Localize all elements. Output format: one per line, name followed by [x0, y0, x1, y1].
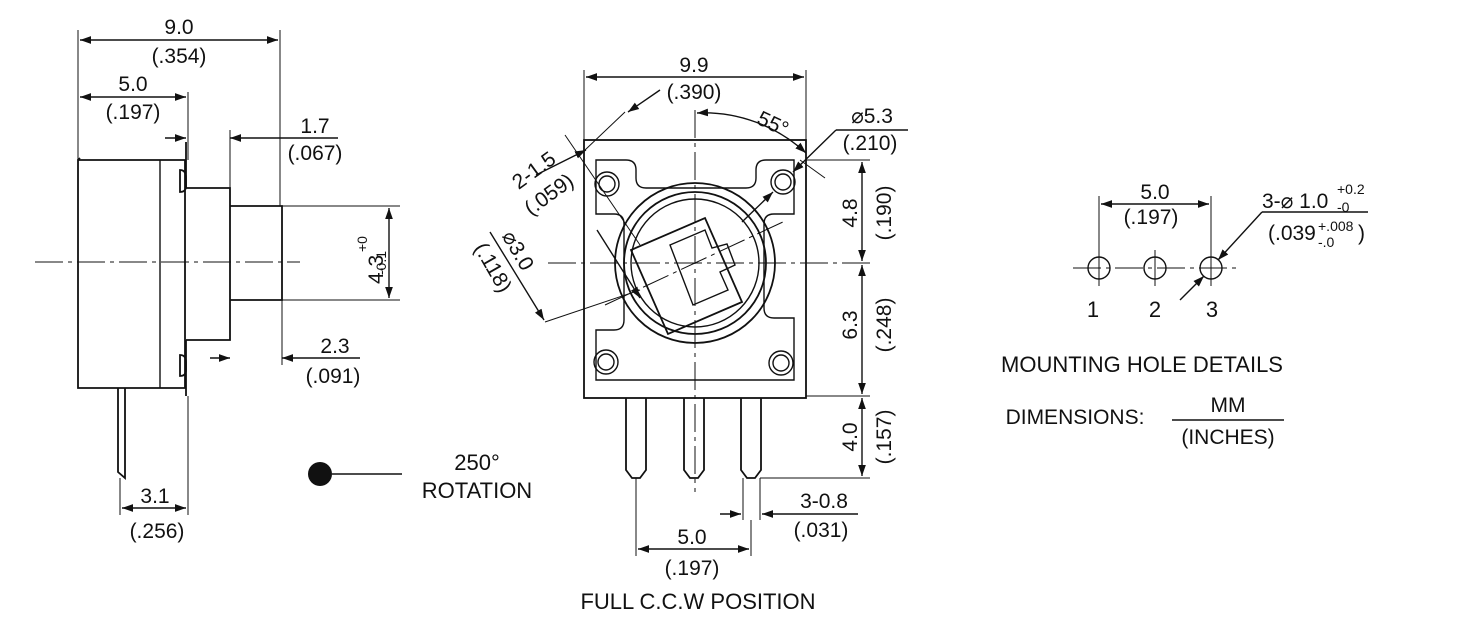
mount-hole-in: (.039 — [1268, 222, 1316, 245]
front-width-mm: 9.9 — [679, 54, 708, 77]
pin-label-3: 3 — [1206, 297, 1218, 322]
units-label: DIMENSIONS: — [1006, 406, 1145, 429]
units-bottom: (INCHES) — [1181, 426, 1274, 449]
lower-height-mm: 6.3 — [839, 310, 862, 339]
front-view: 9.9 (.390) 55° ⌀5.3 (.210) 2-1.5 (.059) … — [469, 54, 908, 614]
front-width-in: (.390) — [667, 81, 722, 104]
front-caption: FULL C.C.W POSITION — [580, 589, 815, 614]
mounting-hole-details: 5.0 (.197) 3-⌀ 1.0 +0.2 -0 (.039 +.008 -… — [1001, 181, 1368, 377]
side-width-mm: 9.0 — [164, 16, 193, 39]
pin-length-in: (.157) — [873, 410, 896, 465]
rotation-label: ROTATION — [422, 478, 532, 503]
mount-hole-in-close: ) — [1358, 222, 1365, 245]
pin-label-1: 1 — [1087, 297, 1099, 322]
pin-pitch-mm: 5.0 — [677, 526, 706, 549]
side-shaft-tol-minus: -0.1 — [373, 251, 389, 275]
rotation-angle: 250° — [454, 450, 500, 475]
pin-width-mm: 3-0.8 — [800, 490, 848, 513]
side-view: 9.0 (.354) 5.0 (.197) 1.7 (.067) 4.3 +0 … — [35, 16, 400, 543]
mount-hole-mm: 3-⌀ 1.0 — [1262, 190, 1328, 213]
side-body-in: (.197) — [106, 101, 161, 124]
collar-mm: 1.7 — [300, 115, 329, 138]
mount-hole-in-plus: +.008 — [1318, 218, 1354, 234]
mount-hole-mm-plus: +0.2 — [1337, 181, 1365, 197]
mount-pitch-in: (.197) — [1124, 206, 1179, 229]
units-top: MM — [1211, 394, 1246, 417]
mount-hole-in-minus: -.0 — [1318, 234, 1335, 250]
units-legend: DIMENSIONS: MM (INCHES) — [1006, 394, 1284, 449]
pin-label-2: 2 — [1149, 297, 1161, 322]
side-width-in: (.354) — [152, 45, 207, 68]
lower-height-in: (.248) — [873, 298, 896, 353]
pin-offset-mm: 3.1 — [140, 485, 169, 508]
offset-mm: 2.3 — [320, 335, 349, 358]
pin-pitch-in: (.197) — [665, 557, 720, 580]
pin-offset-in: (.256) — [130, 520, 185, 543]
hole-dia-in: (.210) — [843, 132, 898, 155]
pin-width-in: (.031) — [794, 519, 849, 542]
mount-pitch-mm: 5.0 — [1140, 181, 1169, 204]
rotation-dot — [308, 462, 332, 486]
upper-height-in: (.190) — [873, 186, 896, 241]
pin-length-mm: 4.0 — [839, 422, 862, 451]
collar-in: (.067) — [288, 142, 343, 165]
side-shaft-mm: 4.3 — [365, 255, 388, 284]
side-shaft-tol-plus: +0 — [354, 236, 370, 252]
front-angle: 55° — [753, 107, 792, 141]
upper-height-mm: 4.8 — [839, 198, 862, 227]
hole-dia-mm: ⌀5.3 — [851, 105, 893, 128]
mounting-title: MOUNTING HOLE DETAILS — [1001, 352, 1283, 377]
offset-in: (.091) — [306, 365, 361, 388]
side-body-mm: 5.0 — [118, 73, 147, 96]
mount-hole-mm-minus: -0 — [1337, 199, 1350, 215]
rotation-note: 250° ROTATION — [308, 450, 532, 503]
